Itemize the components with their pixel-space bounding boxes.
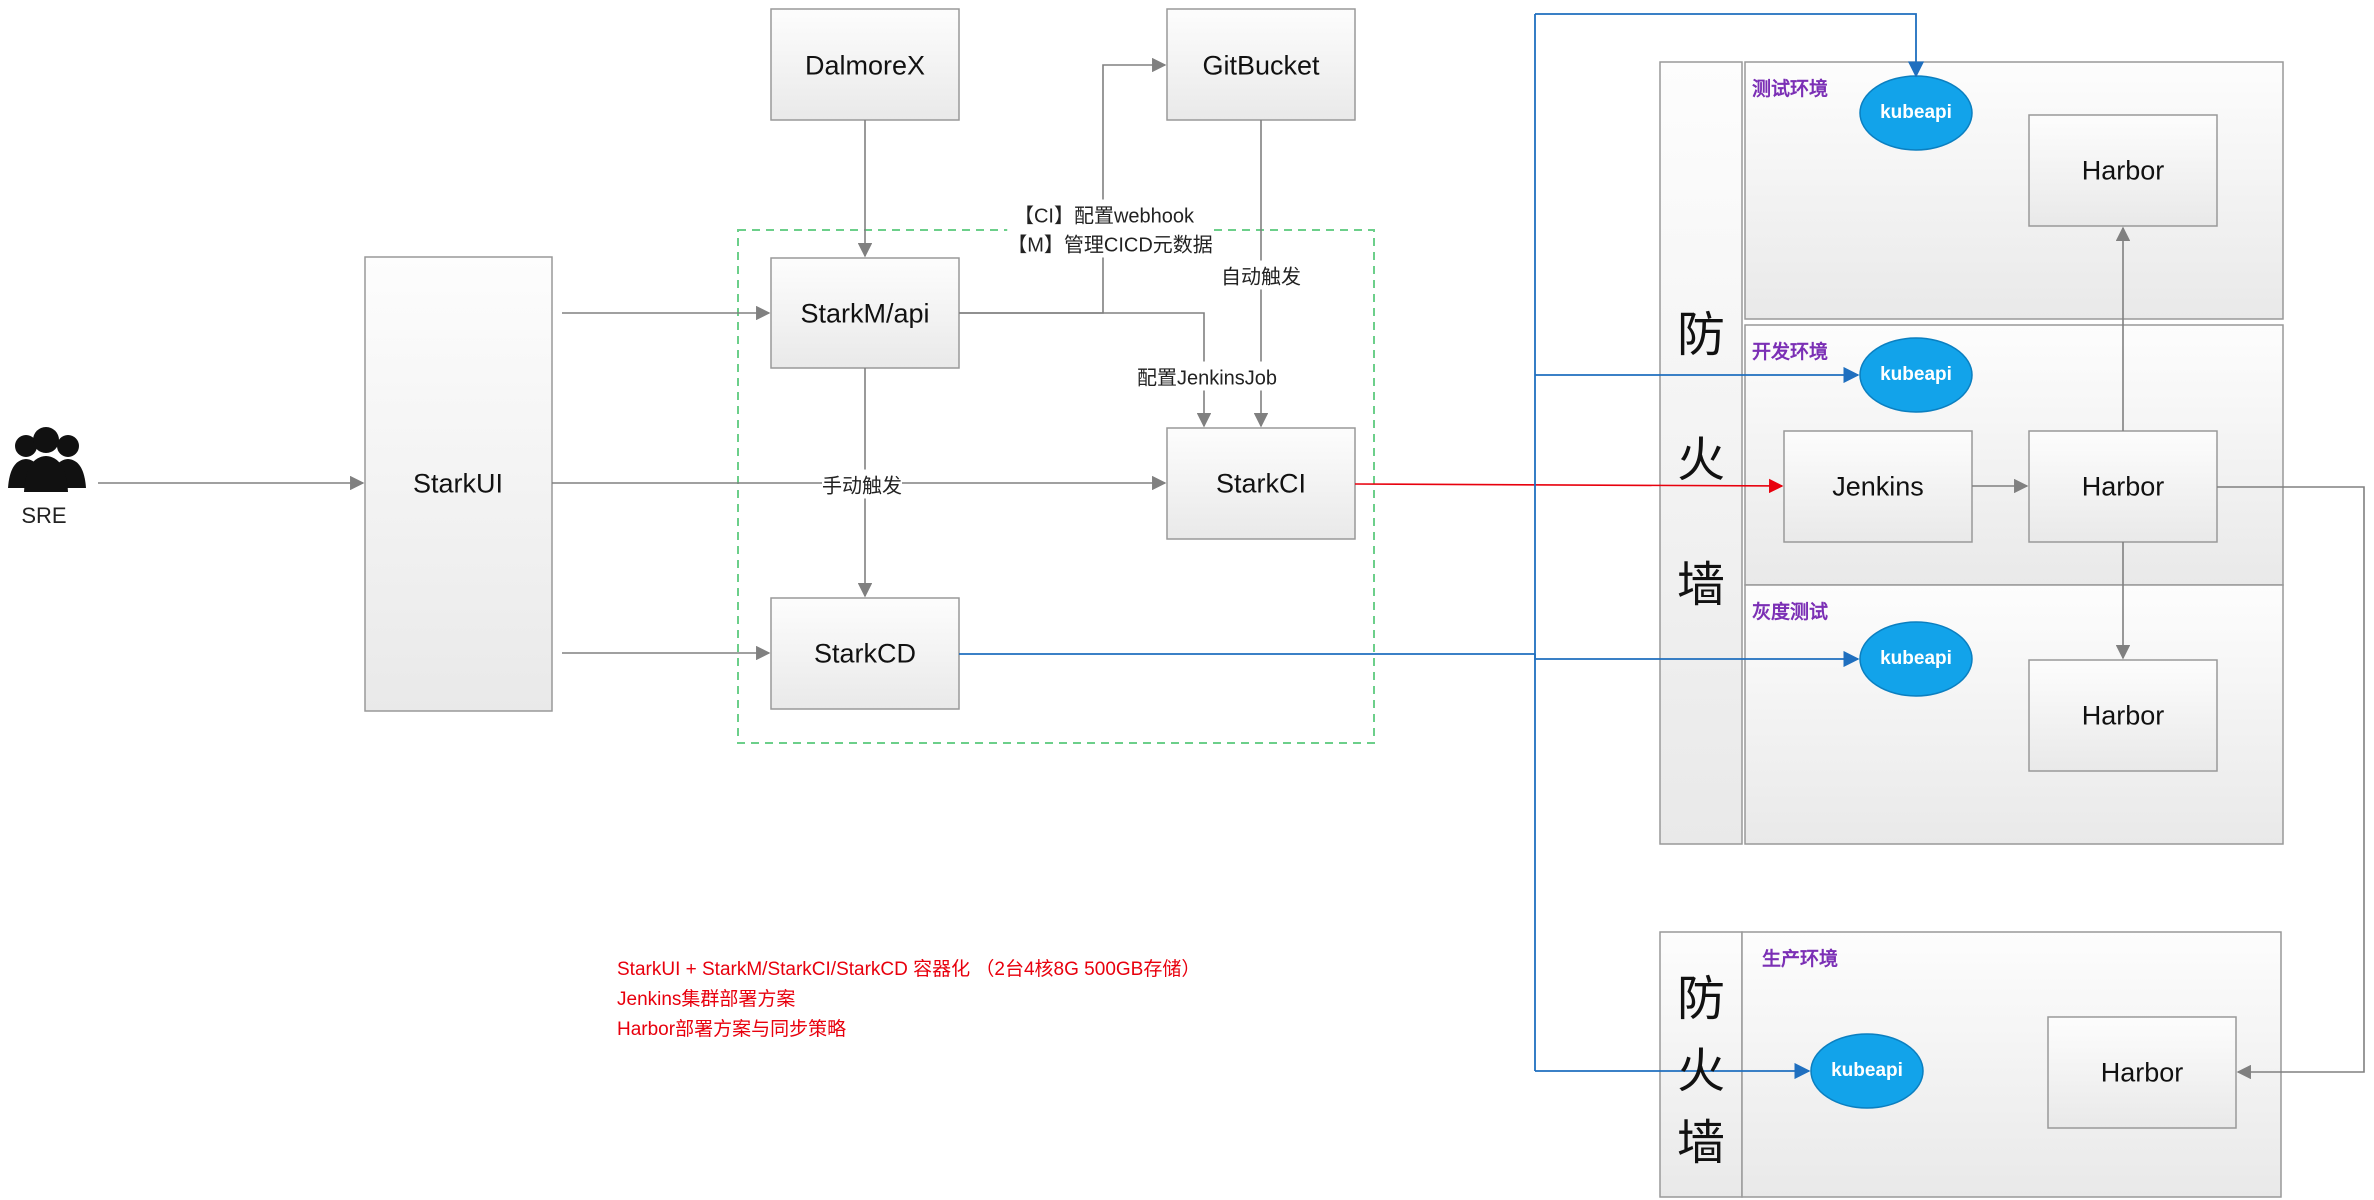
edge-label-manual-trigger: 手动触发 [822, 469, 902, 499]
env-prod-title: 生产环境 [1762, 949, 1839, 970]
firewall-lower-char-3: 墙 [1676, 1117, 1726, 1170]
dev-kubeapi-label: kubeapi [1880, 364, 1952, 385]
firewall-lower-char-2: 火 [1676, 1045, 1726, 1098]
dalmorex-box [770, 8, 960, 121]
starkci-box [1166, 427, 1356, 540]
dev-jenkins-label: Jenkins [1832, 471, 1924, 502]
firewall-upper [1659, 61, 1743, 845]
starkcd-label: StarkCD [813, 638, 917, 669]
env-test-title: 测试环境 [1752, 79, 1829, 100]
test-harbor-box [2028, 114, 2218, 227]
env-dev-title: 开发环境 [1752, 342, 1829, 363]
edge-label-m-cicd-meta: 【M】管理CICD元数据 [1007, 228, 1213, 258]
gray-harbor-label: Harbor [2081, 700, 2165, 731]
edge-to-test-kubeapi [1535, 13, 1925, 78]
prod-kubeapi-label: kubeapi [1831, 1060, 1903, 1081]
dev-kubeapi-node [1859, 337, 1973, 413]
starkm-api-label: StarkM/api [800, 298, 930, 329]
starkui-box [364, 256, 553, 712]
gitbucket-label: GitBucket [1202, 50, 1320, 81]
sre-label: SRE [21, 503, 67, 528]
firewall-lower [1659, 931, 1743, 1198]
note-harbor-strategy: Harbor部署方案与同步策略 [617, 1019, 847, 1040]
starkm-api-box [770, 257, 960, 369]
edge-label-config-jenkins-job: 配置JenkinsJob [1136, 361, 1278, 391]
gray-kubeapi-node [1859, 621, 1973, 697]
users-icon [8, 427, 86, 492]
dev-harbor-label: Harbor [2081, 471, 2165, 502]
edge-to-gray-kubeapi [1534, 650, 1860, 668]
gray-harbor-box [2028, 659, 2218, 772]
prod-harbor-box [2047, 1016, 2237, 1129]
prod-harbor-label: Harbor [2100, 1057, 2184, 1088]
dev-harbor-box [2028, 430, 2218, 543]
starkui-label: StarkUI [412, 468, 504, 499]
edge-starkci-to-jenkins [1354, 478, 1784, 494]
firewall-upper-char-2: 火 [1676, 434, 1726, 487]
dalmorex-label: DalmoreX [804, 50, 926, 81]
edge-devharbor-to-prodharbor [2217, 486, 2365, 1080]
note-jenkins-cluster: Jenkins集群部署方案 [617, 989, 796, 1010]
test-harbor-label: Harbor [2081, 155, 2165, 186]
firewall-upper-char-3: 墙 [1676, 559, 1726, 612]
env-gray-title: 灰度测试 [1752, 602, 1829, 623]
firewall-lower-char-1: 防 [1676, 973, 1726, 1026]
note-containerization: StarkUI + StarkM/StarkCI/StarkCD 容器化 （2台… [617, 959, 1201, 980]
gray-kubeapi-label: kubeapi [1880, 648, 1952, 669]
edge-starkm-to-gitbucket [959, 57, 1167, 314]
edge-label-auto-trigger: 自动触发 [1221, 260, 1301, 290]
firewall-upper-char-1: 防 [1676, 309, 1726, 362]
test-kubeapi-label: kubeapi [1880, 102, 1952, 123]
prod-kubeapi-node [1810, 1033, 1924, 1109]
dev-jenkins-box [1783, 430, 1973, 543]
edge-label-ci-webhook: 【CI】配置webhook [1013, 199, 1195, 229]
starkci-label: StarkCI [1215, 468, 1307, 499]
starkcd-box [770, 597, 960, 710]
